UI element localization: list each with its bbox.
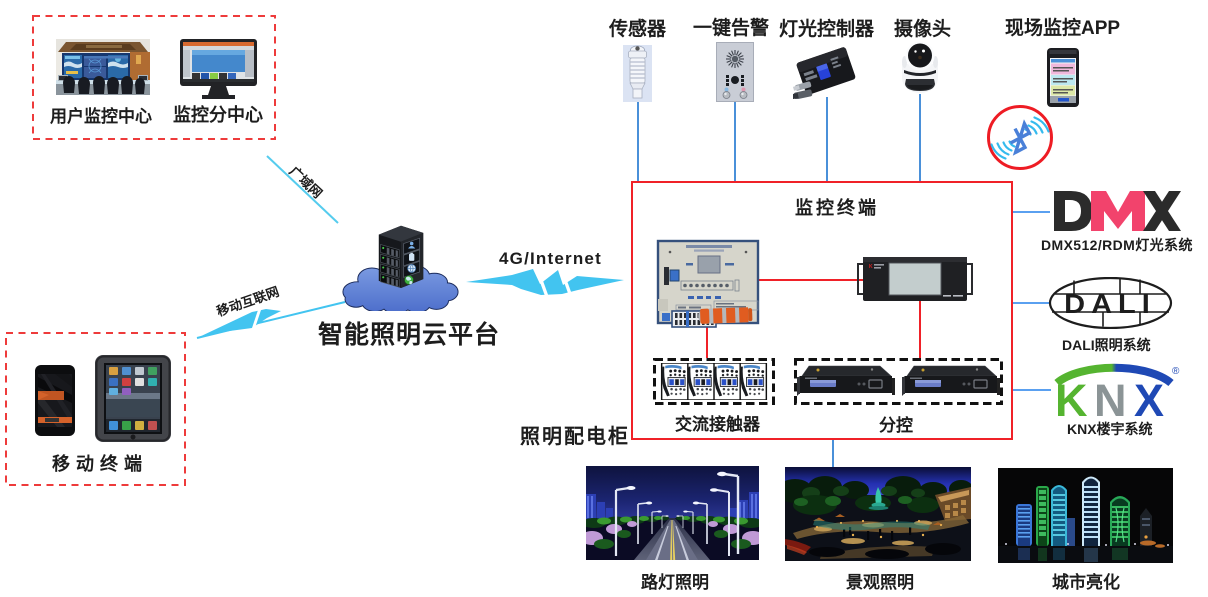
svg-text:K: K xyxy=(1055,375,1088,420)
svg-text:K: K xyxy=(869,264,873,270)
svg-text:X: X xyxy=(1134,375,1164,420)
svg-text:DALI: DALI xyxy=(1064,289,1156,319)
svg-text:®: ® xyxy=(1172,366,1180,377)
svg-text:N: N xyxy=(1094,375,1127,420)
